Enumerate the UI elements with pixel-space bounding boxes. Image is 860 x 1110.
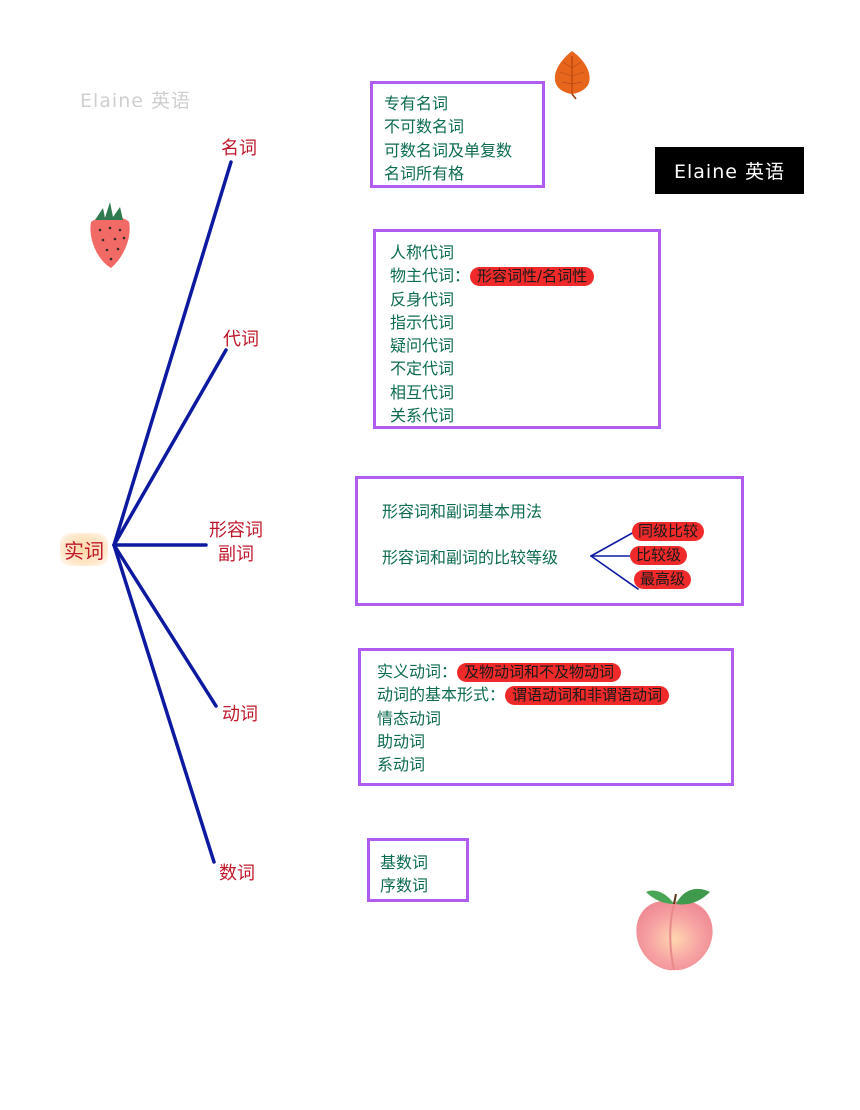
- pronoun-item: 不定代词: [390, 359, 455, 379]
- branch-label-noun: 名词: [221, 138, 257, 159]
- branch-line-pronoun: [112, 348, 228, 547]
- adjective-box: 形容词和副词基本用法 形容词和副词的比较等级: [355, 476, 744, 606]
- pronoun-item: 指示代词: [390, 312, 455, 332]
- verb-lexical-label: 实义动词：: [377, 662, 458, 681]
- watermark-dark-badge: Elaine 英语: [655, 147, 804, 194]
- degree-line-3: [590, 555, 639, 590]
- noun-item: 可数名词及单复数: [384, 140, 513, 160]
- root-node: 实词: [60, 533, 108, 566]
- degree-superlative: 最高级: [634, 570, 692, 589]
- strawberry-icon: [90, 202, 130, 268]
- leaf-icon: [554, 51, 590, 100]
- branch-label-verb: 动词: [222, 704, 258, 725]
- pronoun-item: 反身代词: [390, 289, 455, 309]
- degree-comparative: 比较级: [630, 546, 688, 565]
- pronoun-possessive-label: 物主代词：: [390, 266, 471, 286]
- numeral-box: 基数词 序数词: [367, 838, 469, 902]
- noun-item: 不可数名词: [384, 117, 465, 137]
- verb-box: 实义动词：及物动词和不及物动词 动词的基本形式：谓语动词和非谓语动词 情态动词 …: [358, 648, 734, 786]
- degree-line-1: [590, 530, 637, 557]
- degree-equal: 同级比较: [632, 522, 705, 541]
- peach-icon: [636, 888, 713, 971]
- verb-item: 情态动词: [377, 708, 442, 728]
- verb-forms-label: 动词的基本形式：: [377, 685, 506, 705]
- branch-line-verb: [112, 543, 218, 708]
- branch-label-adjective: 形容词 副词: [209, 519, 263, 567]
- pronoun-item: 相互代词: [390, 382, 455, 402]
- watermark-dark-text: Elaine 英语: [674, 161, 785, 183]
- adjective-usage: 形容词和副词基本用法: [382, 502, 543, 521]
- adjective-comparison: 形容词和副词的比较等级: [382, 548, 559, 567]
- branch-label-adjective-line1: 形容词: [209, 520, 263, 541]
- verb-item-lexical: 实义动词：及物动词和不及物动词: [377, 660, 731, 683]
- branch-label-numeral: 数词: [219, 863, 255, 884]
- verb-item-forms: 动词的基本形式：谓语动词和非谓语动词: [377, 683, 731, 706]
- verb-forms-highlight: 谓语动词和非谓语动词: [505, 686, 670, 706]
- watermark-light: Elaine 英语: [80, 90, 191, 112]
- pronoun-item-possessive: 物主代词：形容词性/名词性: [390, 264, 658, 287]
- pronoun-item: 关系代词: [390, 406, 455, 426]
- branch-line-numeral: [112, 543, 216, 864]
- pronoun-item: 人称代词: [390, 243, 455, 262]
- branch-label-pronoun: 代词: [223, 329, 259, 350]
- noun-box: 专有名词 不可数名词 可数名词及单复数 名词所有格: [370, 81, 545, 188]
- possessive-highlight: 形容词性/名词性: [470, 267, 595, 287]
- noun-item: 名词所有格: [384, 163, 465, 183]
- noun-item: 专有名词: [384, 94, 449, 113]
- branch-label-adjective-line2: 副词: [218, 544, 254, 565]
- pronoun-item: 疑问代词: [390, 336, 455, 356]
- verb-item: 系动词: [377, 755, 426, 775]
- pronoun-box: 人称代词 物主代词：形容词性/名词性 反身代词 指示代词 疑问代词 不定代词 相…: [373, 229, 661, 429]
- numeral-item: 序数词: [380, 876, 429, 896]
- numeral-item: 基数词: [380, 853, 429, 872]
- verb-item: 助动词: [377, 731, 426, 751]
- verb-lexical-highlight: 及物动词和不及物动词: [457, 663, 622, 682]
- branch-line-noun: [112, 160, 233, 547]
